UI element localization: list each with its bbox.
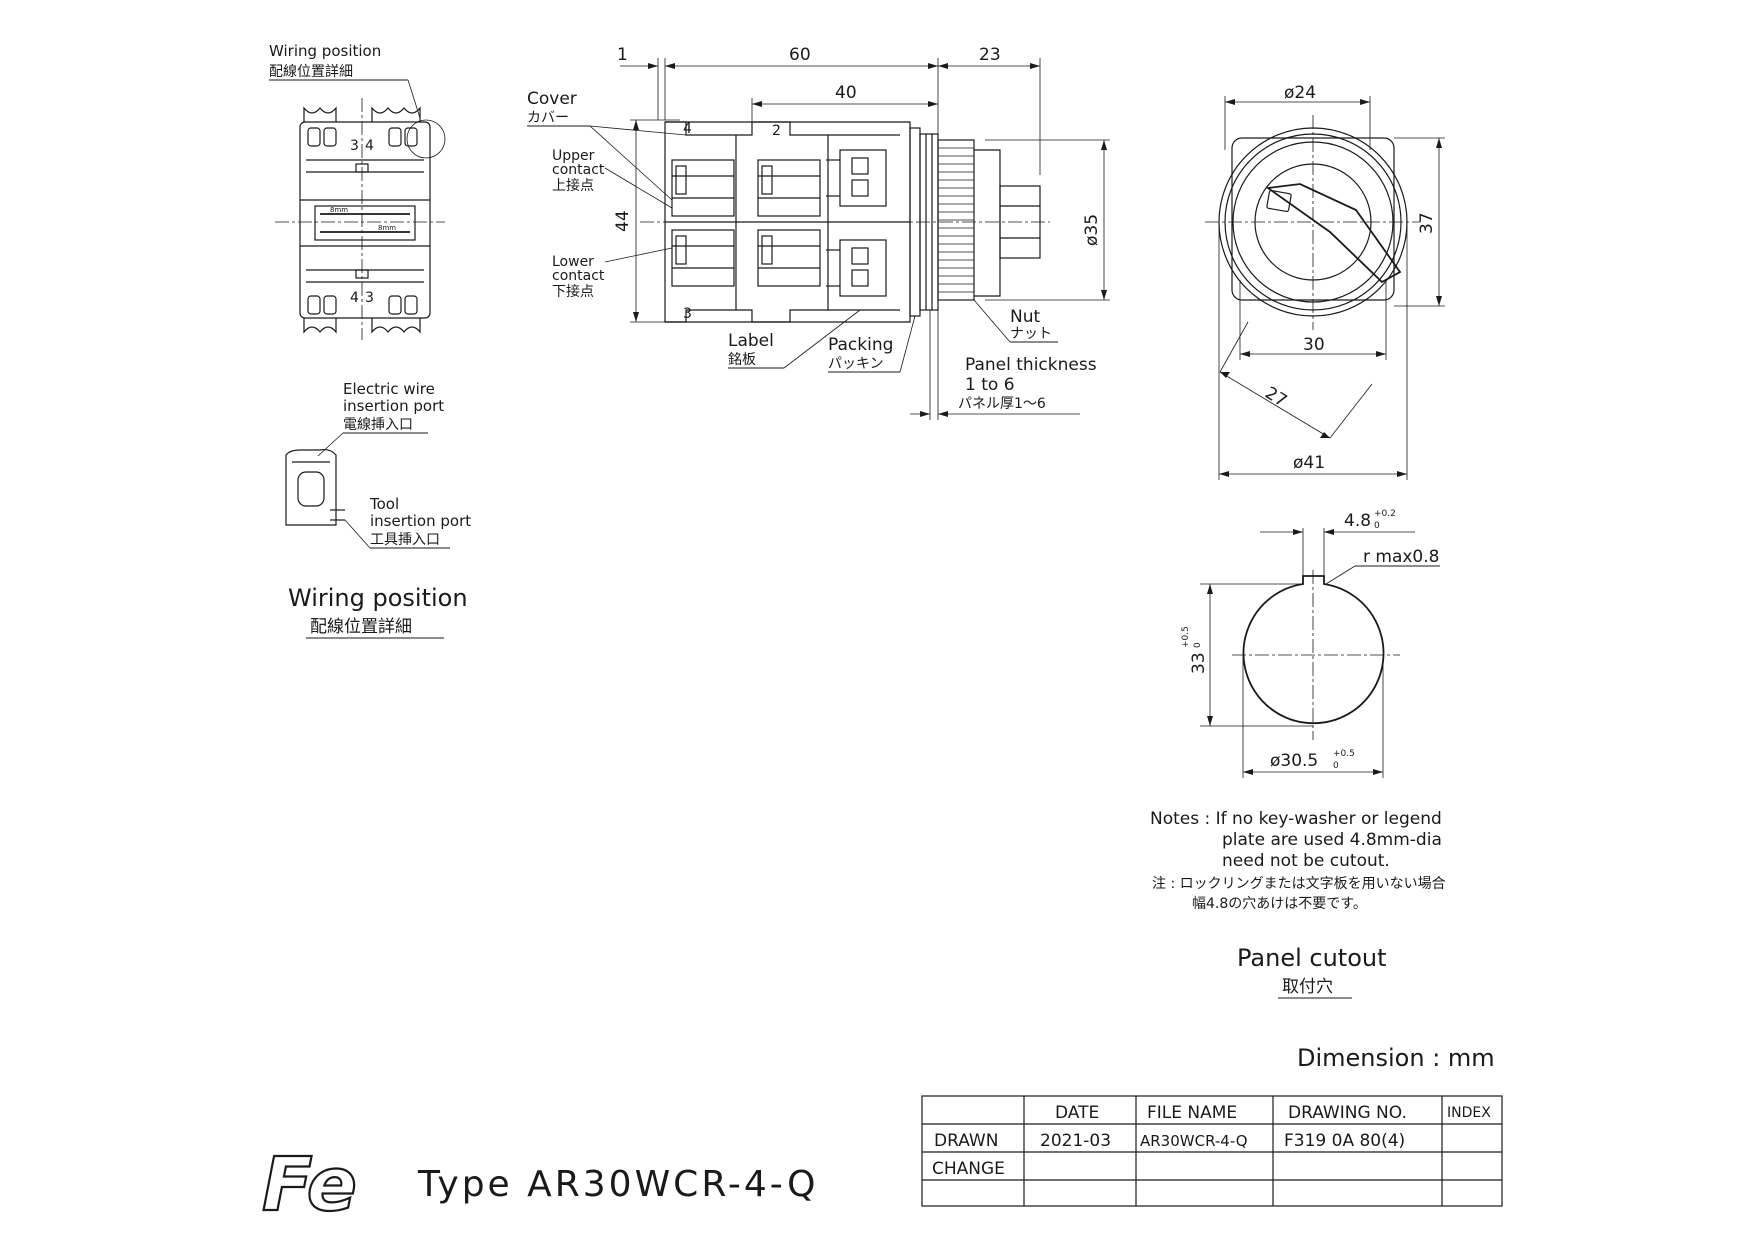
panel-thickness-label-jp: パネル厚1～6 [958,396,1046,412]
strip-gauge: 8mm 8mm [300,199,430,247]
tb-row-drawn-label: DRAWN [934,1131,998,1151]
lower-contact-label-en-2: contact [552,268,605,284]
notes-jp-line-1: 注 : ロックリングまたは文字板を用いない場合 [1152,876,1446,892]
cutout-caption-en: Panel cutout [1237,944,1387,972]
dim-30: 30 [1303,335,1325,355]
nut-label-en: Nut [1010,307,1040,327]
fe-logo: Fe [262,1142,357,1228]
dim-27: 27 [1261,383,1290,411]
cutout-profile [1242,575,1385,725]
dim-23: 23 [979,45,1001,65]
terminal-label-2: 2 [772,123,781,139]
wiring-position-detail: Wiring position 配線位置詳細 3 4 [269,42,446,340]
gauge-label-b: 8mm [378,224,396,232]
cutout-dim-dia-tol-up: +0.5 [1333,749,1355,759]
wiring-caption-en: Wiring position [288,584,468,612]
tool-port-label-en-2: insertion port [370,512,471,530]
notes-jp-line-2: 幅4.8の穴あけは不要です。 [1192,896,1367,912]
knurled-nut [937,139,975,301]
tb-header-drawing-no: DRAWING NO. [1288,1103,1407,1123]
packing-label-jp: パッキン [828,356,884,372]
notes-line-2: plate are used 4.8mm-dia [1222,830,1442,850]
tool-port-label-jp: 工具挿入口 [370,532,440,548]
type-label: Type AR30WCR-4-Q [417,1164,818,1205]
cutout-dim-dia: ø30.5 [1270,751,1318,771]
tb-header-file-name: FILE NAME [1147,1103,1237,1123]
panel-thickness-label-en-1: Panel thickness [965,355,1097,375]
upper-contact-modules [671,149,887,217]
dimension-unit: Dimension : mm [1297,1044,1495,1072]
operator-head [974,149,1001,297]
terminal-label-4-top: 4 [365,138,374,154]
lower-contact-label-jp: 下接点 [552,283,594,300]
wire-port-label-en-1: Electric wire [343,380,435,398]
notes-line-1: Notes : If no key-washer or legend [1150,809,1442,829]
lower-contact-label-en-1: Lower [552,254,594,270]
panel-cutout: 4.8 +0.2 0 r max0.8 33 +0.5 0 ø30.5 +0.5… [1150,509,1446,999]
dim-37: 37 [1417,212,1437,234]
side-view: 1 60 23 40 44 ø35 4 2 3 [527,45,1110,420]
packing-label-en: Packing [828,335,893,355]
port-body [285,448,337,526]
cutout-caption-jp: 取付穴 [1282,977,1333,997]
cutout-dim-radius: r max0.8 [1363,547,1439,567]
wire-port-opening [297,471,325,507]
cutout-dim-dia-tol-low: 0 [1333,761,1339,771]
wiring-top-label-jp: 配線位置詳細 [269,64,353,80]
cutout-dim-height-tol-up: +0.5 [1181,626,1191,648]
port-detail: Electric wire insertion port 電線挿入口 Tool … [285,380,471,639]
tool-port-label-en-1: Tool [369,495,399,513]
gauge-label-a: 8mm [330,206,348,214]
switch-body [664,121,911,323]
wire-port-label-jp: 電線挿入口 [343,417,413,433]
dim-41: ø41 [1293,453,1325,473]
selector-lever [1265,183,1402,284]
label-label-en: Label [728,331,774,351]
panel-thickness-label-en-2: 1 to 6 [965,375,1015,395]
notes-line-3: need not be cutout. [1222,851,1390,871]
cutout-dim-width-tol-up: +0.2 [1374,509,1396,519]
cutout-dim-width-tol-low: 0 [1374,521,1380,531]
logo: Fe [261,1141,358,1229]
cover-label-en: Cover [527,89,577,109]
selector-knob [999,185,1041,259]
terminal-label-4: 4 [683,121,692,137]
detail-circle [406,119,446,159]
dim-24: ø24 [1284,83,1316,103]
tb-header-index: INDEX [1447,1105,1491,1121]
lower-terminal-group: 3 4 [303,269,424,334]
tb-row-drawn-file: AR30WCR-4-Q [1140,1132,1248,1150]
upper-contact-label-en-2: contact [552,162,605,178]
dim-1: 1 [617,45,628,65]
upper-contact-label-jp: 上接点 [552,177,594,194]
tb-row-drawn-date: 2021-03 [1040,1131,1111,1151]
label-label-jp: 銘板 [728,352,756,368]
cutout-dim-width: 4.8 [1344,511,1371,531]
front-view: ø24 37 30 27 [1205,83,1445,480]
title-block: DATE FILE NAME DRAWING NO. INDEX DRAWN 2… [921,1095,1503,1207]
cover-label-jp: カバー [527,110,569,126]
wiring-caption-jp: 配線位置詳細 [310,617,412,637]
nut-label-jp: ナット [1010,326,1052,342]
tb-header-date: DATE [1055,1103,1099,1123]
wiring-top-label-en: Wiring position [269,42,381,60]
cutout-dim-height-tol-low: 0 [1193,642,1203,648]
wire-port-label-en-2: insertion port [343,397,444,415]
upper-contact-label-en-1: Upper [552,148,595,164]
lower-contact-modules [671,229,887,297]
terminal-label-3-bottom: 3 [365,290,374,306]
terminal-label-3: 3 [683,306,692,322]
upper-terminal-group: 3 4 [303,106,424,173]
dim-44: 44 [613,210,633,232]
tb-row-change-label: CHANGE [932,1159,1005,1179]
cutout-dim-height: 33 [1189,652,1209,674]
dim-35: ø35 [1082,214,1102,246]
terminal-label-4-bottom: 4 [350,290,359,306]
dim-40: 40 [835,83,857,103]
tb-row-drawn-drawing-no: F319 0A 80(4) [1284,1131,1405,1151]
dim-60: 60 [789,45,811,65]
terminal-label-3-top: 3 [350,138,359,154]
